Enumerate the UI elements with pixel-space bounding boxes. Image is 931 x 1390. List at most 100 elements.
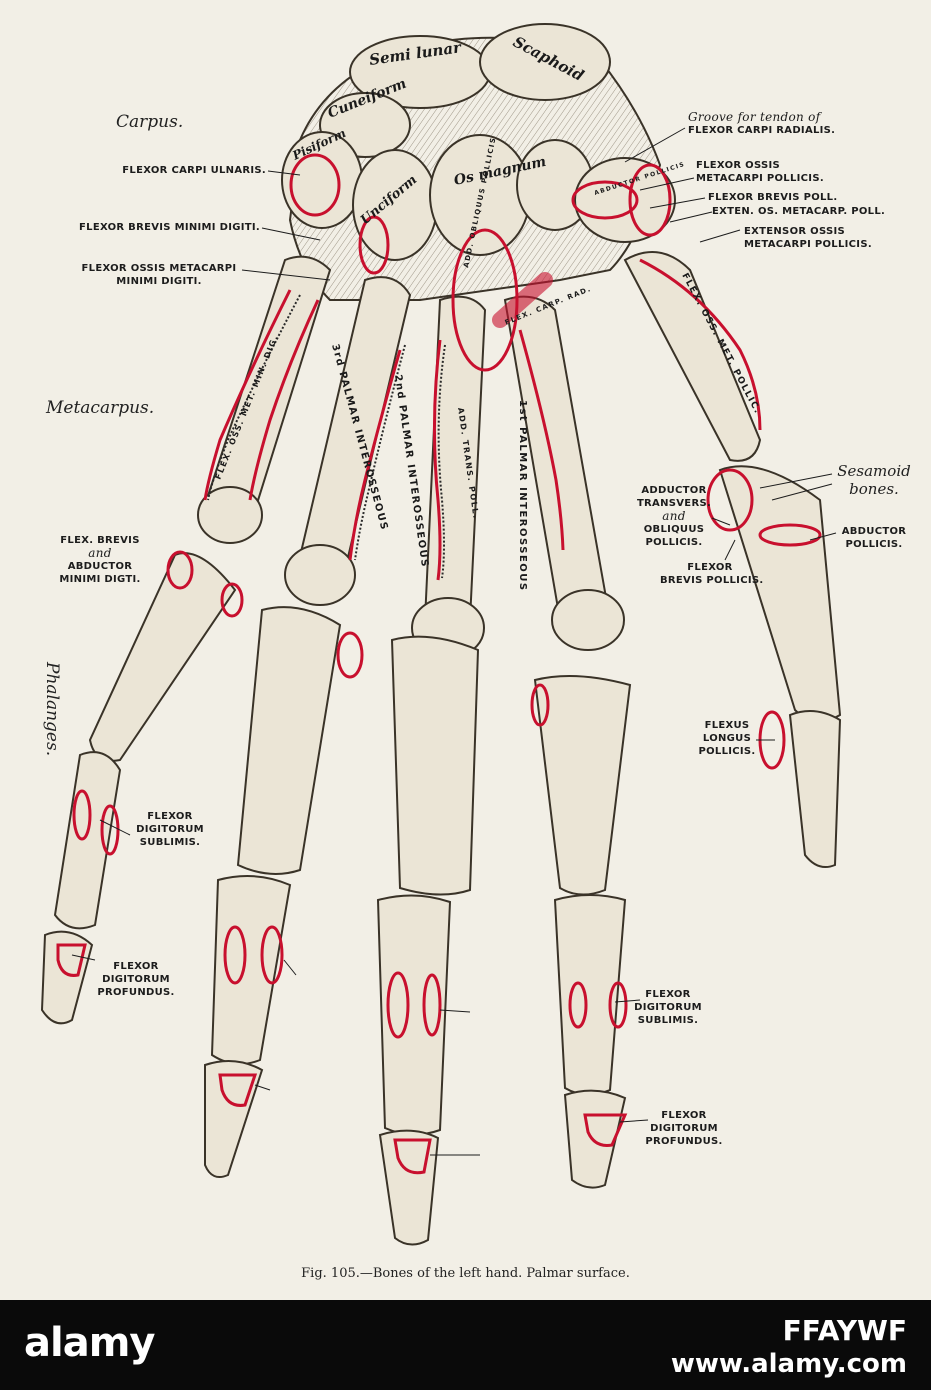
- flex-brevis-line-3: MINIMI DIGTI.: [59, 574, 141, 585]
- abductor-line-2: POLLICIS.: [845, 539, 903, 550]
- attachment-index-middle-a: [568, 981, 588, 1029]
- thumb-distal-phalanx: [788, 710, 842, 868]
- attachment-middle-middle-b: [422, 973, 442, 1037]
- muscle-attachments: [56, 153, 822, 1175]
- fdp-right-line-1: FLEXOR: [661, 1110, 707, 1121]
- flex-brevis-line-2: ABDUCTOR: [67, 561, 133, 572]
- ring-proximal-phalanx: [236, 606, 342, 875]
- attachment-flex-carp-rad: [492, 272, 553, 328]
- attachment-sesamoid-2: [758, 523, 822, 547]
- fom-line-1: FLEXOR OSSIS METACARPI: [81, 263, 237, 274]
- abductor-line-1: ABDUCTOR: [841, 526, 907, 537]
- flexus-line-1: FLEXUS: [704, 720, 750, 731]
- little-proximal-phalanx: [88, 552, 237, 762]
- adductor-line-4: POLLICIS.: [645, 537, 703, 548]
- index-middle-phalanx: [553, 894, 627, 1096]
- groove-label: Groove for tendon of FLEXOR CARPI RADIAL…: [688, 111, 835, 137]
- fbp-line-2: BREVIS POLLICIS.: [660, 575, 764, 586]
- fdp-left-line-2: DIGITORUM: [102, 974, 170, 985]
- groove-label-line-1: Groove for tendon of: [688, 110, 821, 124]
- fds-left-label: FLEXOR DIGITORUM SUBLIMIS.: [130, 810, 210, 849]
- adductor-line-3: OBLIQUUS: [643, 524, 705, 535]
- sesamoid-label: Sesamoid bones.: [837, 462, 911, 498]
- plate: Semi lunar Scaphoid Cuneiform Pisiform U…: [0, 0, 931, 1300]
- flexor-brevis-poll-label: FLEXOR BREVIS POLL.: [708, 192, 838, 203]
- metacarpal-4-head: [284, 544, 356, 606]
- site-url: www.alamy.com: [670, 1349, 907, 1379]
- fdp-right-line-3: PROFUNDUS.: [645, 1136, 723, 1147]
- attachment-index-distal: [583, 1113, 628, 1147]
- abductor-pollicis-label: ABDUCTOR POLLICIS.: [834, 525, 914, 551]
- fdp-right-line-2: DIGITORUM: [650, 1123, 718, 1134]
- fdp-left-line-1: FLEXOR: [113, 961, 159, 972]
- attachment-ring-distal: [218, 1073, 258, 1107]
- attachment-fourth-metacarpal: [348, 349, 402, 561]
- adductor-line-2: TRANSVERS.: [636, 498, 712, 509]
- flex-brevis-line-1: FLEX. BREVIS: [60, 535, 140, 546]
- flexor-ossis-line-2: METACARPI POLLICIS.: [696, 173, 824, 184]
- adductor-transvers-label: ADDUCTOR TRANSVERS. and OBLIQUUS POLLICI…: [624, 484, 724, 549]
- fdp-left-line-3: PROFUNDUS.: [97, 987, 175, 998]
- region-carpus-label: Carpus.: [116, 112, 184, 132]
- fds-left-line-1: FLEXOR: [147, 811, 193, 822]
- fds-right-line-2: DIGITORUM: [634, 1002, 702, 1013]
- fdp-left-label: FLEXOR DIGITORUM PROFUNDUS.: [94, 960, 178, 999]
- attachment-fifth-metacarpal-outer: [203, 289, 292, 501]
- attachment-third-metacarpal: [432, 339, 442, 581]
- flexor-brevis-minimi-label: FLEXOR BREVIS MINIMI DIGITI.: [79, 222, 260, 233]
- index-proximal-phalanx: [533, 675, 632, 896]
- attachment-unciform-hook: [358, 215, 390, 275]
- flex-brevis-line-and: and: [88, 546, 112, 560]
- metacarpal-5-head: [197, 486, 263, 544]
- attachment-abductor-pollicis: [571, 180, 639, 220]
- fds-right-line-3: SUBLIMIS.: [637, 1015, 699, 1026]
- adductor-line-1: ADDUCTOR: [641, 485, 707, 496]
- little-middle-phalanx: [53, 751, 122, 930]
- flexor-ossis-metacarpi-label: FLEXOR OSSIS METACARPI MINIMI DIGITI.: [76, 262, 242, 288]
- middle-distal-phalanx: [378, 1129, 440, 1246]
- adductor-line-and: and: [662, 509, 686, 523]
- carpal-bones: [281, 23, 676, 301]
- flexus-line-3: POLLICIS.: [698, 746, 756, 757]
- attachment-sesamoid-1: [706, 468, 754, 532]
- metacarpal-bones: [197, 251, 762, 659]
- attachment-little-proximal: [166, 550, 194, 590]
- palmar-1st-label: 1st PALMAR INTEROSSEOUS: [517, 400, 528, 592]
- attachment-ring-middle-a: [223, 925, 247, 985]
- figure-caption: Fig. 105.—Bones of the left hand. Palmar…: [301, 1266, 630, 1281]
- stock-watermark-bar: alamy FFAYWF www.alamy.com: [0, 1300, 931, 1390]
- attachment-index-middle-b: [608, 981, 628, 1029]
- flexor-carpi-ulnaris-label: FLEXOR CARPI ULNARIS.: [122, 165, 266, 176]
- attachment-ring-middle-b: [260, 925, 284, 985]
- fds-right-line-1: FLEXOR: [645, 989, 691, 1000]
- ring-middle-phalanx: [210, 875, 292, 1065]
- hand-bones-illustration: Semi lunar Scaphoid Cuneiform Pisiform U…: [40, 23, 842, 1246]
- attachment-second-metacarpal: [518, 329, 565, 551]
- groove-label-line-2: FLEXOR CARPI RADIALIS.: [688, 125, 836, 136]
- image-id: FFAYWF: [782, 1314, 907, 1347]
- flexor-ossis-line-1: FLEXOR OSSIS: [696, 160, 781, 171]
- attachment-little-distal: [56, 943, 87, 977]
- region-phalanges-label: Phalanges.: [42, 662, 62, 757]
- little-distal-phalanx: [40, 930, 94, 1025]
- trapezium-bone: [574, 157, 676, 243]
- fbp-line-1: FLEXOR: [687, 562, 733, 573]
- alamy-logo: alamy: [24, 1320, 155, 1366]
- attachment-metacarpal-5-head: [220, 582, 244, 618]
- fds-right-label: FLEXOR DIGITORUM SUBLIMIS.: [628, 988, 708, 1027]
- attachment-middle-distal: [393, 1138, 432, 1175]
- attachment-middle-middle-a: [386, 971, 410, 1039]
- fdp-right-label: FLEXOR DIGITORUM PROFUNDUS.: [642, 1109, 726, 1148]
- fom-line-2: MINIMI DIGITI.: [116, 276, 202, 287]
- flexor-brevis-pollicis-label: FLEXOR BREVIS POLLICIS.: [660, 561, 764, 587]
- fds-left-line-2: DIGITORUM: [136, 824, 204, 835]
- attachment-pisiform: [289, 153, 341, 217]
- attachment-thumb-metacarpal: [639, 258, 762, 431]
- attachment-flexor-brevis-poll: [628, 163, 672, 237]
- thumb-proximal-phalanx: [718, 465, 842, 723]
- exten-os-label: EXTEN. OS. METACARP. POLL.: [712, 206, 886, 217]
- metacarpal-2-head: [551, 589, 625, 651]
- flexus-line-2: LONGUS: [702, 733, 752, 744]
- attachment-little-middle-b: [100, 804, 120, 856]
- attachment-index-proximal: [530, 683, 550, 727]
